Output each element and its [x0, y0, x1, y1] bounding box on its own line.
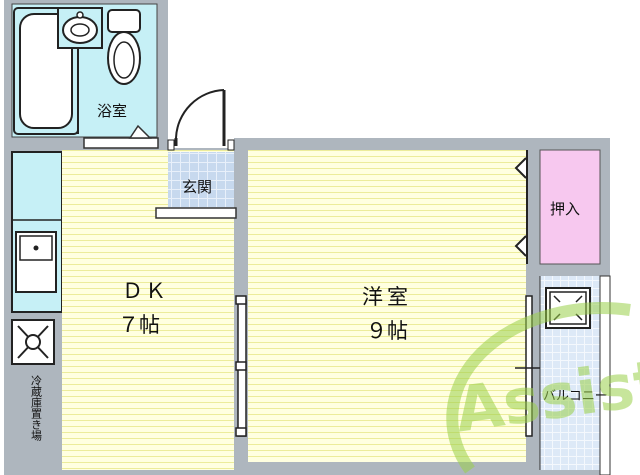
fridge-label: 冷蔵庫置き場	[30, 375, 43, 442]
stove-icon	[11, 319, 55, 365]
entrance-label: 玄関	[182, 178, 212, 196]
toilet-icon	[107, 9, 141, 85]
western-size: ９帖	[366, 319, 408, 343]
western-room: 洋室 ９帖	[248, 150, 526, 462]
sliding-door-icon	[235, 295, 247, 437]
balcony-label: バルコニー	[543, 389, 608, 404]
sink-icon	[57, 7, 103, 49]
assist-watermark-logo: Assist	[446, 302, 640, 474]
closet-label: 押入	[550, 200, 580, 218]
bathroom: 浴室	[11, 3, 159, 149]
kitchen-counter	[11, 151, 63, 365]
dk-size: ７帖	[118, 313, 160, 337]
entrance: 玄関	[155, 89, 237, 219]
closet: 押入	[514, 149, 601, 265]
bath-label: 浴室	[97, 102, 127, 120]
entrance-door-icon	[167, 89, 235, 151]
western-label: 洋室	[362, 285, 412, 309]
dk-label: ＤＫ	[122, 279, 168, 303]
kitchen-sink-icon	[15, 231, 57, 293]
